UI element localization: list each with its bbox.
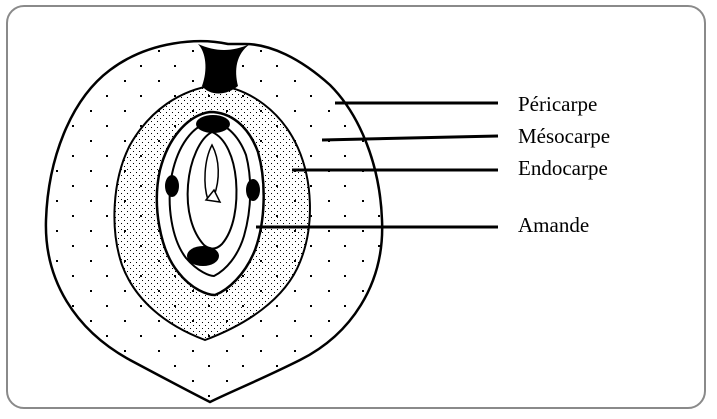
vascular-spot-right [246,179,260,201]
label-amande: Amande [518,215,589,236]
vascular-spot-left [165,175,179,197]
vascular-spot-bottom [187,246,219,266]
label-endocarpe: Endocarpe [518,158,608,179]
vascular-spot-top [196,115,230,133]
label-pericarpe: Péricarpe [518,94,597,115]
label-mesocarpe: Mésocarpe [518,126,610,147]
